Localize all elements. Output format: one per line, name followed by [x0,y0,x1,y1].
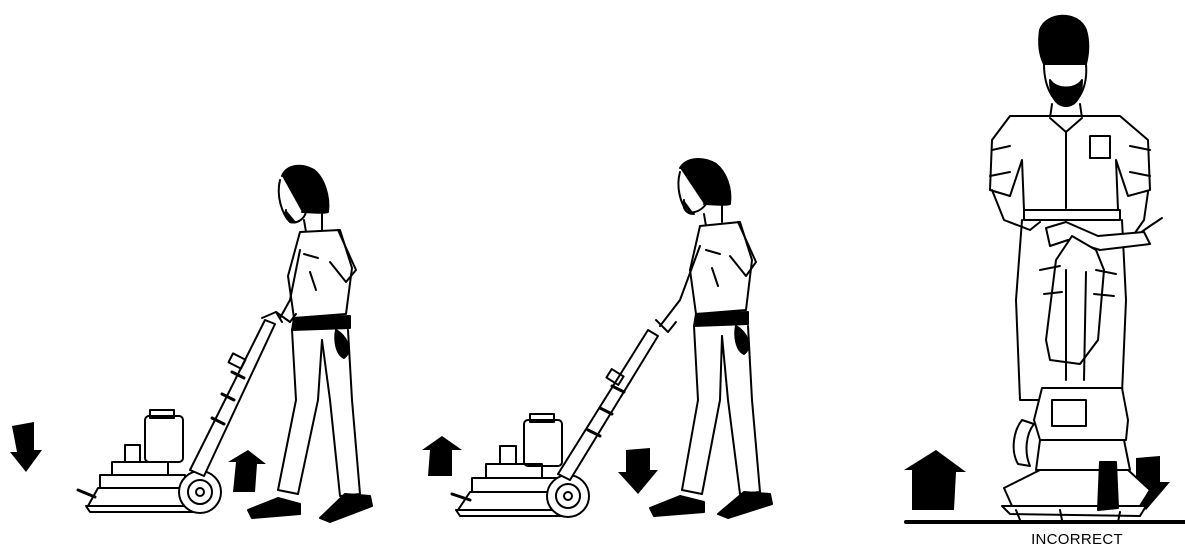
arrow-up-icon [904,450,966,510]
caption-incorrect: INCORRECT [1002,531,1152,548]
arrow-up-icon [422,436,462,476]
arrow-up-icon [228,450,266,492]
panel-2 [422,159,772,518]
floor-machine [1002,222,1150,522]
arrow-down-icon [618,448,658,494]
arrow-down-icon [10,422,42,472]
person-operator [650,159,772,518]
floor-machine [452,330,658,517]
panel-1 [10,166,372,522]
panel-3 [904,16,1185,522]
